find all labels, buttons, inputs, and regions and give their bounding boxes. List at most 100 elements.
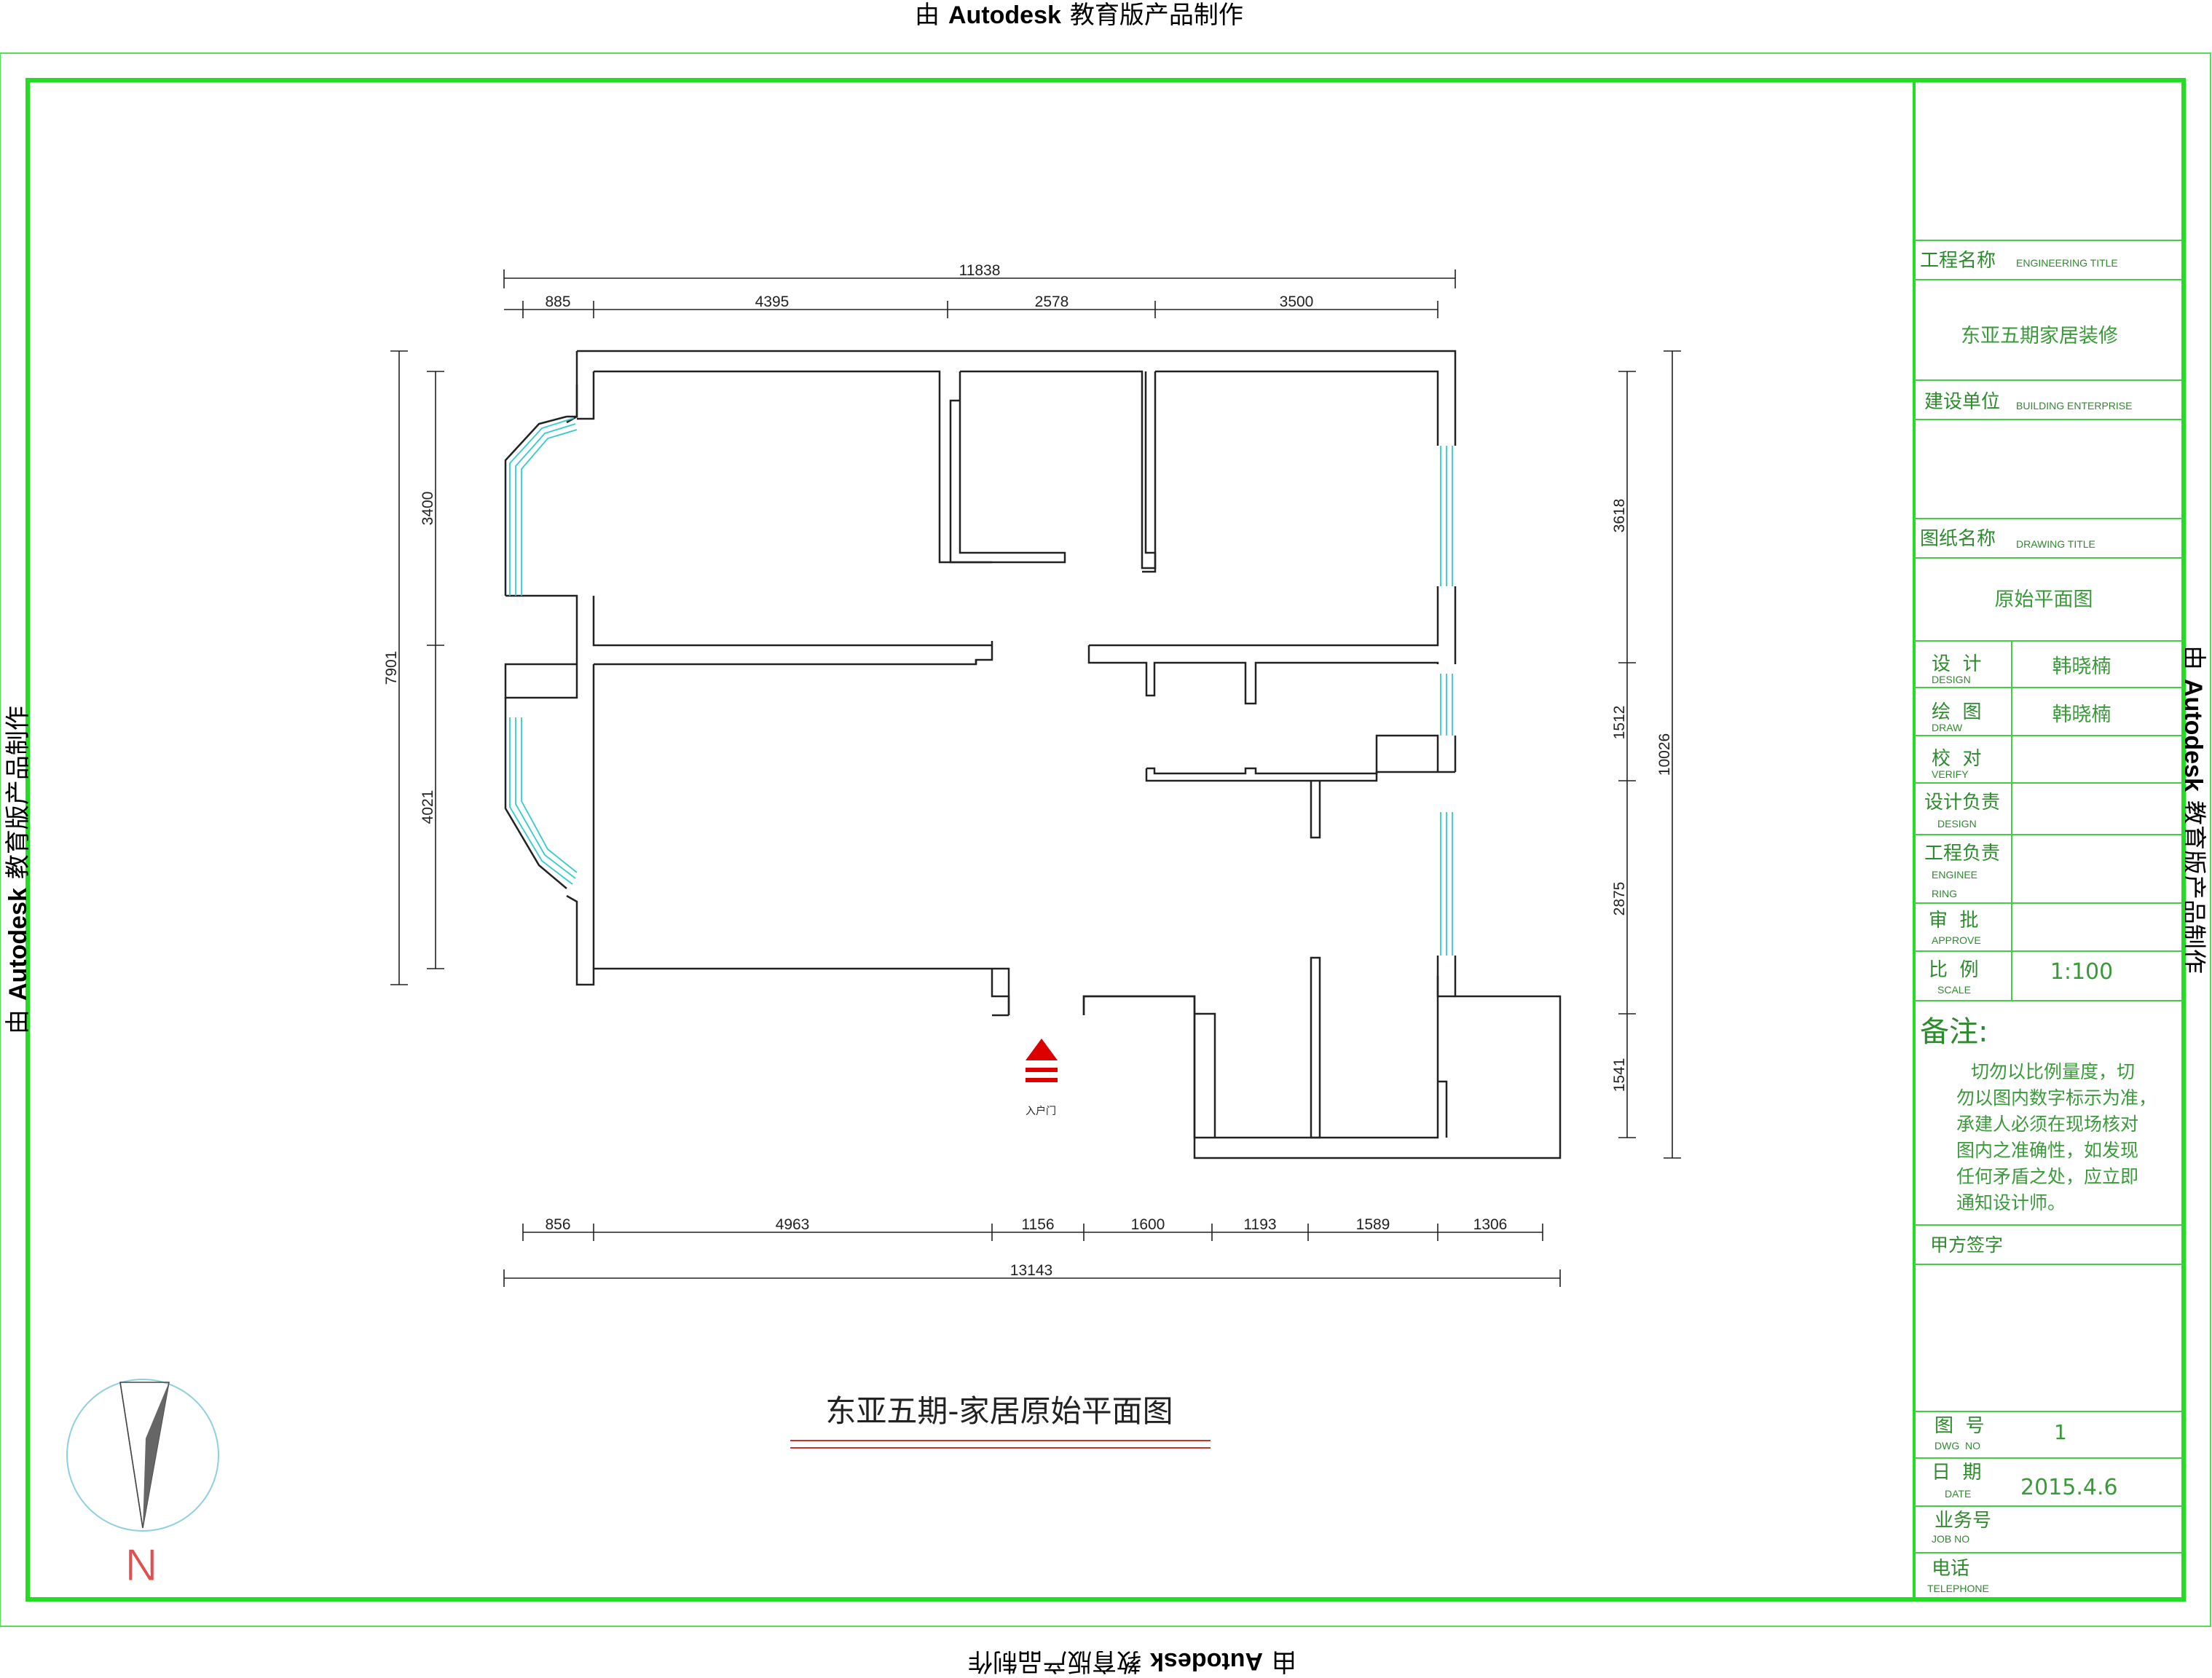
dim-left-total: 7901 bbox=[383, 651, 400, 685]
drawing-title-value: 原始平面图 bbox=[1995, 588, 2093, 611]
engineering-lead-en2: RING bbox=[1932, 888, 1957, 899]
draw-label: 绘 图 bbox=[1932, 701, 1982, 723]
drawing-title: 东亚五期-家居原始平面图 bbox=[825, 1393, 1173, 1429]
approve-label: 审 批 bbox=[1929, 910, 1979, 931]
watermark-bottom: 由Autodesk教育版产品制作 bbox=[968, 1647, 1296, 1676]
inner-wall-bath-2 bbox=[1146, 734, 1439, 775]
design-value: 韩晓楠 bbox=[2052, 655, 2111, 678]
dim-right-seg: 2875 bbox=[1611, 882, 1628, 916]
inner-wall-left-top-2 bbox=[577, 371, 595, 420]
inner-wall-living bbox=[592, 660, 977, 969]
dwg-no-en: DWG NO bbox=[1934, 1440, 1980, 1451]
window-right-2 bbox=[1440, 674, 1453, 736]
dim-left-seg: 3400 bbox=[420, 492, 436, 526]
design-en: DESIGN bbox=[1932, 674, 1971, 685]
notes-line: 承建人必须在现场核对 bbox=[1956, 1114, 2138, 1135]
inner-wall-bath bbox=[1145, 768, 1455, 782]
inner-wall-kitchen-v2 bbox=[1310, 956, 1321, 1139]
scale-en: SCALE bbox=[1937, 984, 1971, 996]
verify-en: VERIFY bbox=[1932, 768, 1969, 780]
engineering-title-label: 工程名称 bbox=[1920, 250, 1996, 272]
dim-top-total: 11838 bbox=[959, 262, 1001, 279]
notes-line: 勿以图内数字标示为准， bbox=[1956, 1087, 2157, 1108]
bay-wall-outline-bottom bbox=[504, 698, 567, 889]
dim-left-seg: 4021 bbox=[420, 790, 436, 824]
inner-wall-stub bbox=[1438, 1080, 1448, 1138]
dim-bottom-total: 13143 bbox=[1010, 1262, 1052, 1279]
compass-circle bbox=[66, 1379, 219, 1532]
dim-right-seg: 1541 bbox=[1611, 1058, 1628, 1092]
dim-top-seg: 885 bbox=[545, 294, 570, 310]
dim-bottom-seg: 1156 bbox=[1021, 1216, 1054, 1233]
drawing-title-en: DRAWING TITLE bbox=[2016, 538, 2095, 550]
telephone-en: TELEPHONE bbox=[1927, 1583, 1989, 1594]
design-label: 设 计 bbox=[1932, 653, 1982, 675]
inner-wall-left-top bbox=[594, 370, 992, 564]
notes-line: 通知设计师。 bbox=[1956, 1192, 2066, 1213]
design-lead-label: 设计负责 bbox=[1924, 792, 2000, 814]
date-label: 日 期 bbox=[1932, 1462, 1982, 1484]
notes-line: 图内之准确性，如发现 bbox=[1956, 1140, 2138, 1161]
inner-wall-south-2 bbox=[1436, 956, 1455, 998]
dim-right-seg: 1512 bbox=[1611, 706, 1628, 740]
inner-wall-kitchen-v bbox=[1310, 781, 1321, 839]
building-enterprise-label: 建设单位 bbox=[1924, 391, 2000, 413]
title-block-frame bbox=[1913, 79, 2185, 1601]
window-bay-top bbox=[509, 417, 578, 596]
inner-wall-left-top-3 bbox=[592, 596, 993, 664]
notes-label: 备注: bbox=[1920, 1015, 1988, 1049]
engineering-lead-en: ENGINEE bbox=[1932, 869, 1977, 881]
entrance-marker: 入户门 bbox=[1026, 1039, 1058, 1117]
watermark-left: 由Autodesk教育版产品制作 bbox=[4, 706, 33, 1034]
entrance-arrow-icon bbox=[1026, 1039, 1058, 1060]
inner-wall-hall bbox=[1087, 586, 1439, 705]
floor-plan bbox=[504, 350, 1562, 1159]
inner-wall-south bbox=[1082, 976, 1439, 1139]
inner-wall-right-bedroom bbox=[1142, 370, 1439, 573]
window-bay-bottom bbox=[509, 717, 578, 885]
dim-bottom-seg: 1193 bbox=[1243, 1216, 1276, 1233]
dimension-labels: 11838 885 4395 2578 3500 856 4963 1156 1… bbox=[383, 262, 1673, 1279]
entrance-label: 入户门 bbox=[1026, 1105, 1056, 1117]
drawing-title-label: 图纸名称 bbox=[1920, 528, 1996, 550]
date-value: 2015.4.6 bbox=[2020, 1475, 2118, 1500]
notes-line: 切勿以比例量度，切 bbox=[1971, 1061, 2135, 1082]
dim-bottom-seg: 1589 bbox=[1356, 1216, 1390, 1233]
approve-en: APPROVE bbox=[1932, 934, 1981, 946]
design-lead-en: DESIGN bbox=[1937, 818, 1977, 830]
windows bbox=[509, 417, 1453, 956]
client-sign-label: 甲方签字 bbox=[1930, 1234, 2003, 1256]
inner-wall-closet bbox=[949, 370, 1157, 570]
building-enterprise-en: BUILDING ENTERPRISE bbox=[2016, 400, 2132, 411]
dim-bottom-seg: 856 bbox=[545, 1216, 570, 1233]
dwg-no-label: 图 号 bbox=[1934, 1415, 1985, 1437]
verify-label: 校 对 bbox=[1932, 748, 1982, 770]
outer-wall bbox=[577, 350, 1562, 1159]
scale-label: 比 例 bbox=[1929, 959, 1979, 981]
svg-text:由Autodesk教育版产品制作: 由Autodesk教育版产品制作 bbox=[4, 706, 33, 1034]
window-right-1 bbox=[1440, 446, 1453, 586]
bay-wall-top bbox=[566, 385, 578, 424]
title-block: 工程名称 ENGINEERING TITLE 东亚五期家居装修 建设单位 BUI… bbox=[1913, 79, 2185, 1601]
scale-value: 1:100 bbox=[2050, 959, 2113, 985]
dim-right-total: 10026 bbox=[1656, 733, 1673, 776]
dimension-lines bbox=[390, 269, 1681, 1287]
window-right-3 bbox=[1440, 812, 1453, 956]
engineering-lead-label: 工程负责 bbox=[1924, 843, 2000, 864]
dim-top-seg: 2578 bbox=[1035, 294, 1069, 310]
bay-wall-outline-top bbox=[504, 415, 567, 596]
dim-top-seg: 4395 bbox=[755, 294, 790, 310]
job-no-en: JOB NO bbox=[1932, 1533, 1969, 1545]
dim-bottom-seg: 1600 bbox=[1131, 1216, 1165, 1233]
north-compass: N bbox=[66, 1379, 219, 1591]
job-no-label: 业务号 bbox=[1934, 1510, 1991, 1532]
drawing-frame bbox=[25, 78, 2186, 1602]
telephone-label: 电话 bbox=[1932, 1558, 1969, 1580]
dim-bottom-seg: 4963 bbox=[776, 1216, 810, 1233]
outer-border bbox=[0, 52, 2211, 1627]
dim-right-seg: 3618 bbox=[1611, 499, 1628, 533]
svg-text:由Autodesk教育版产品制作: 由Autodesk教育版产品制作 bbox=[968, 1647, 1296, 1676]
outer-wall-bottom-left bbox=[504, 351, 1010, 1015]
north-label: N bbox=[125, 1540, 158, 1591]
